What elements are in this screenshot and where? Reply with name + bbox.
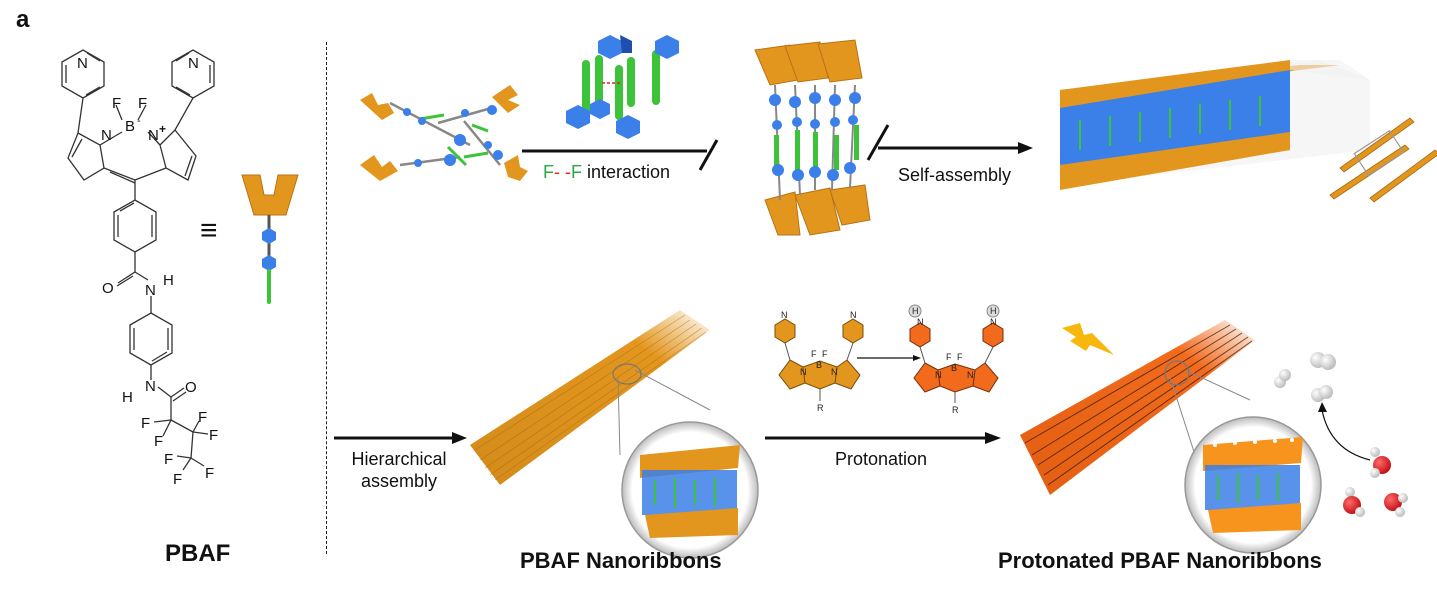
interaction-text: interaction — [582, 162, 671, 182]
interaction-dash: - - — [554, 162, 571, 182]
atom-r: R — [817, 403, 824, 413]
atom-n: N — [850, 310, 857, 320]
pbaf-structure: N N F F B - N N + O N H N H O F F F F F … — [61, 49, 218, 488]
atom-n: N — [935, 370, 942, 380]
atom-n: N — [145, 378, 156, 395]
nanoribbon-3d-illustration — [1060, 60, 1437, 203]
atom-f: F — [141, 415, 150, 432]
arrow-hierarchical-assembly — [334, 432, 467, 444]
bilayer-stack-illustration — [754, 39, 871, 236]
atom-f: F — [946, 352, 952, 362]
dispersed-molecules-illustration — [360, 85, 528, 181]
atom-f: F — [154, 433, 163, 450]
arrow-ff-interaction — [522, 139, 719, 171]
atom-f: F — [198, 409, 207, 426]
atom-n: N — [145, 282, 156, 299]
atom-n: N — [188, 55, 199, 72]
molecule-name-label: PBAF — [165, 540, 231, 567]
arrow-self-assembly — [866, 124, 1033, 161]
self-assembly-label: Self-assembly — [898, 165, 1012, 185]
charge-plus: + — [159, 122, 166, 136]
atom-f: F — [209, 427, 218, 444]
water-molecules — [1343, 447, 1408, 517]
atom-f: F — [822, 349, 828, 359]
atom-n: N — [917, 317, 924, 327]
atom-n: N — [781, 310, 788, 320]
atom-b: B — [951, 363, 957, 373]
equivalence-symbol: ≡ — [200, 214, 218, 247]
atom-f: F — [138, 95, 147, 112]
section-divider — [326, 42, 327, 554]
atom-n: N — [800, 367, 807, 377]
atom-b: B — [125, 118, 135, 135]
pyrrole-left — [67, 132, 105, 181]
atom-h: H — [912, 306, 919, 316]
pbaf-cartoon-icon — [241, 174, 299, 304]
protonation-scheme: N N F F B N N R H H N N F F B N N R — [774, 304, 1004, 415]
hierarchical-assembly-line1: Hierarchical — [351, 449, 447, 469]
atom-r: R — [952, 405, 959, 415]
pyridine-right — [171, 49, 215, 99]
atom-n: N — [990, 317, 997, 327]
atom-h: H — [990, 306, 997, 316]
fluorine-label: F — [543, 162, 554, 182]
atom-n: N — [101, 127, 112, 144]
h2-molecules — [1274, 352, 1336, 402]
protonated-nanoribbons-title: Protonated PBAF Nanoribbons — [998, 548, 1322, 573]
pbaf-nanoribbon-bundle — [470, 310, 759, 559]
atom-b: B — [816, 360, 822, 370]
fluorine-label: F — [571, 162, 582, 182]
atom-n: N — [967, 370, 974, 380]
atom-f: F — [112, 95, 121, 112]
pbaf-nanoribbons-title: PBAF Nanoribbons — [520, 548, 722, 573]
arrow-protonation — [765, 432, 1001, 444]
atom-h: H — [122, 389, 133, 406]
ff-interaction-label: F- -F interaction — [543, 161, 670, 183]
atom-o: O — [185, 379, 197, 396]
hierarchical-assembly-line2: assembly — [360, 471, 438, 491]
f-f-interaction-illustration — [566, 35, 679, 139]
atom-f: F — [164, 451, 173, 468]
hierarchical-assembly-label: Hierarchical assembly — [342, 448, 456, 492]
atom-f: F — [957, 352, 963, 362]
atom-h: H — [163, 272, 174, 289]
protonated-nanoribbon-bundle — [1020, 320, 1322, 554]
charge-minus: - — [137, 115, 141, 127]
lightning-bolt-icon — [1062, 323, 1114, 355]
atom-n: N — [831, 367, 838, 377]
panel-label: a — [16, 6, 30, 33]
atom-n: N — [148, 127, 159, 144]
atom-n: N — [77, 55, 88, 72]
atom-f: F — [811, 349, 817, 359]
atom-f: F — [173, 471, 182, 488]
pyridine-left — [61, 49, 105, 99]
protonation-label: Protonation — [835, 449, 928, 469]
hydrogen-evolution-illustration — [1274, 352, 1408, 517]
atom-f: F — [205, 465, 214, 482]
atom-o: O — [102, 280, 114, 297]
